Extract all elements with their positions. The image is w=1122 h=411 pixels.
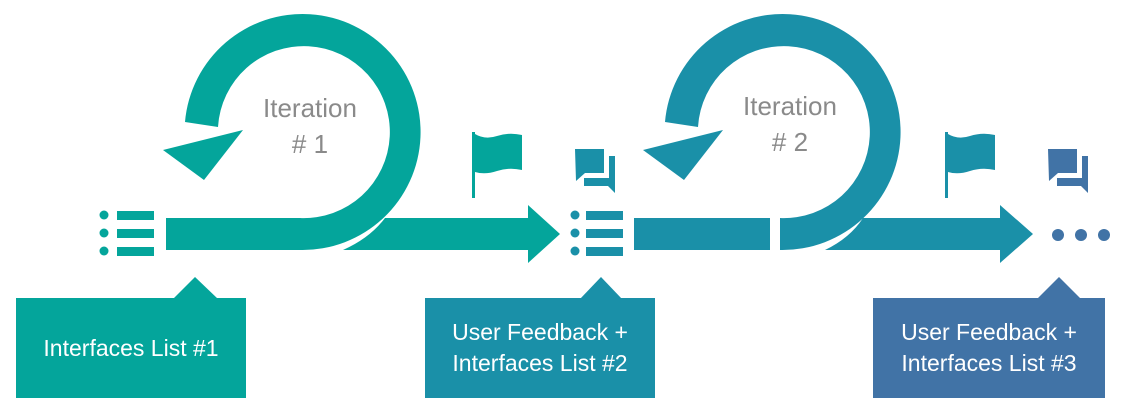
callout-interfaces-list-1: Interfaces List #1 <box>16 298 246 398</box>
callout-2-pointer <box>580 277 622 299</box>
iteration-2-title: Iteration <box>743 91 837 121</box>
list-icon <box>570 210 623 256</box>
iteration-1-loop <box>163 14 560 263</box>
loop-2-base-bar <box>634 218 770 250</box>
flag-icon <box>945 132 995 198</box>
loop-1-arrowhead <box>163 130 243 180</box>
callout-2-line-1: User Feedback + <box>452 319 628 345</box>
callout-user-feedback-3: User Feedback + Interfaces List #3 <box>873 298 1105 398</box>
iteration-1-title: Iteration <box>263 93 357 123</box>
flag-icon <box>472 132 522 198</box>
callout-1-pointer <box>173 277 218 299</box>
iteration-1-number: # 1 <box>292 129 328 159</box>
callout-3-line-2: Interfaces List #3 <box>901 350 1077 376</box>
callout-3-pointer <box>1037 277 1081 299</box>
list-icon <box>99 210 154 256</box>
ellipsis-icon <box>1052 229 1110 241</box>
callout-2-line-2: Interfaces List #2 <box>452 350 628 376</box>
loop-1-exit-arrow <box>343 205 560 263</box>
loop-1-base-bar <box>166 218 300 250</box>
iteration-2-number: # 2 <box>772 127 808 157</box>
callout-3-line-1: User Feedback + <box>901 319 1077 345</box>
callout-1-line-1: Interfaces List #1 <box>43 334 219 361</box>
callout-user-feedback-2: User Feedback + Interfaces List #2 <box>425 298 655 398</box>
loop-2-arrowhead <box>643 130 723 180</box>
iteration-2-loop <box>634 14 1033 263</box>
chat-bubbles-icon <box>1048 149 1088 193</box>
loop-2-exit-arrow <box>825 205 1033 263</box>
chat-bubbles-icon <box>575 149 615 193</box>
